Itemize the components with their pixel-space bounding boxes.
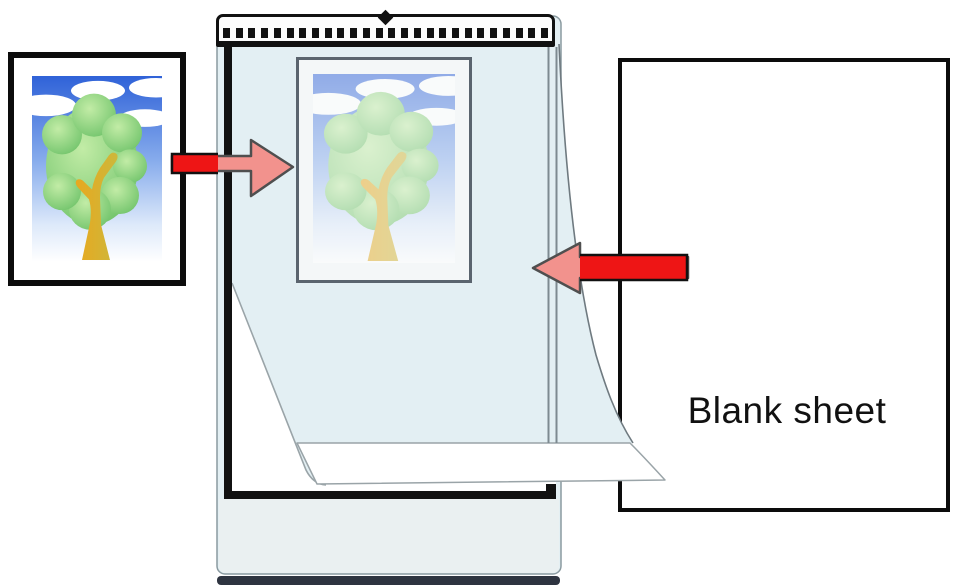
loading-direction-mark-icon xyxy=(377,9,394,26)
frame-right-notch xyxy=(546,484,556,494)
dash xyxy=(312,28,320,38)
carrier-sheet-lower-extension xyxy=(219,499,559,573)
dash xyxy=(451,28,459,38)
tree-photo xyxy=(32,76,162,262)
dash xyxy=(388,28,396,38)
dash xyxy=(286,28,294,38)
frame-bottom-bar xyxy=(224,491,556,499)
dash xyxy=(235,28,243,38)
dash xyxy=(502,28,510,38)
dash xyxy=(337,28,345,38)
photo-inside-carrier-sheet xyxy=(296,57,472,283)
dash xyxy=(464,28,472,38)
dash xyxy=(273,28,281,38)
wedge-helper xyxy=(232,283,330,492)
frame-left-bar xyxy=(224,47,232,499)
dash xyxy=(362,28,370,38)
carrier-sheet-open-corner xyxy=(232,283,326,485)
dash xyxy=(439,28,447,38)
dash-pattern xyxy=(223,28,548,38)
dash xyxy=(490,28,498,38)
tree-trunk xyxy=(360,151,407,262)
dash xyxy=(375,28,383,38)
open-corner-edge xyxy=(231,282,327,486)
dash xyxy=(515,28,523,38)
tree-canopy xyxy=(323,91,439,231)
tree-canopy xyxy=(42,93,147,230)
dash xyxy=(528,28,536,38)
dash xyxy=(413,28,421,38)
tree-photo-document xyxy=(8,52,186,286)
dash xyxy=(324,28,332,38)
blank-sheet: Blank sheet xyxy=(618,58,950,512)
dash xyxy=(223,28,230,38)
tree-photo-image xyxy=(313,74,455,263)
blank-sheet-bottom-edge-fill xyxy=(232,482,556,492)
dash xyxy=(477,28,485,38)
carrier-sheet-header-strip xyxy=(216,9,555,47)
dash xyxy=(350,28,358,38)
dash xyxy=(261,28,269,38)
dash xyxy=(299,28,307,38)
dash xyxy=(401,28,409,38)
tree-trunk xyxy=(75,152,118,261)
dash xyxy=(540,28,548,38)
carrier-sheet-bottom-bar xyxy=(217,576,560,585)
insert-document-arrow xyxy=(170,138,295,198)
dash xyxy=(426,28,434,38)
dash xyxy=(248,28,256,38)
tree-photo-muted xyxy=(313,74,455,263)
blank-sheet-label: Blank sheet xyxy=(687,390,887,431)
bent-blank-sheet-flap xyxy=(296,442,666,485)
tree-photo-image xyxy=(32,76,162,262)
